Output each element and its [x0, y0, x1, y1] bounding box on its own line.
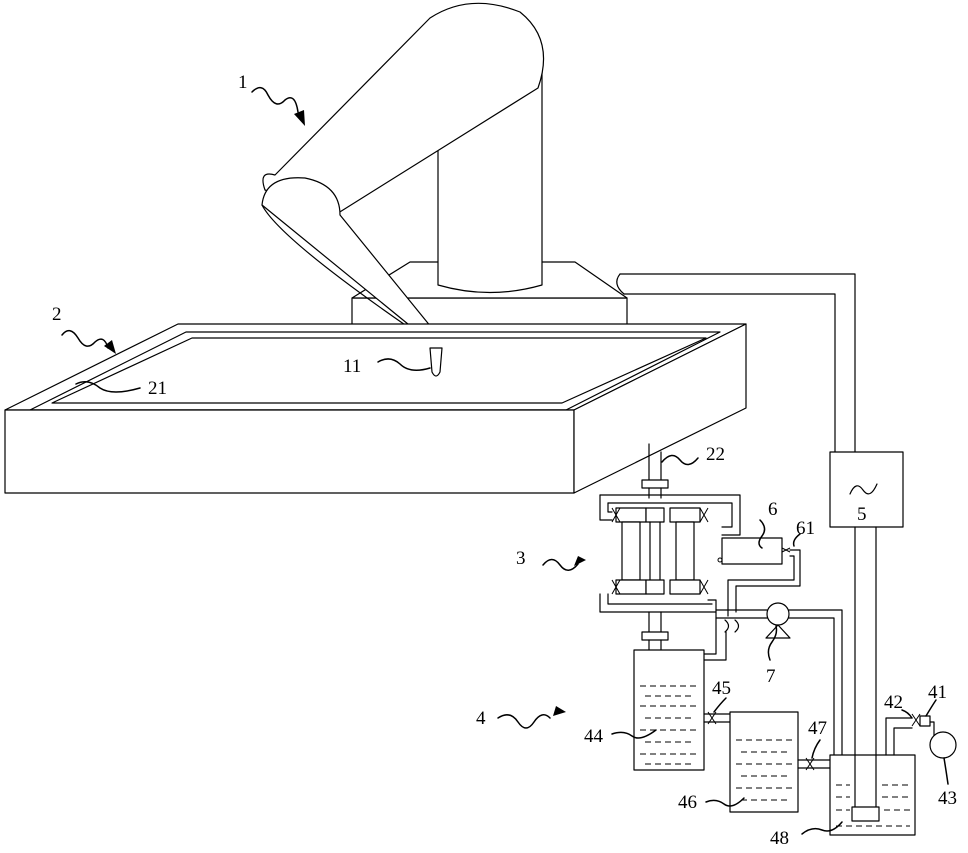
pipe-to-44 — [704, 612, 726, 660]
label-46: 46 — [678, 792, 697, 813]
work-tank — [5, 324, 746, 493]
label-6: 6 — [768, 499, 778, 520]
tank-48 — [830, 714, 956, 835]
pump-7-inlet — [716, 610, 767, 618]
label-5: 5 — [857, 504, 867, 525]
filter-assembly — [600, 480, 740, 650]
arrow-4 — [553, 706, 566, 716]
leader-47 — [812, 740, 820, 758]
leader-2 — [62, 331, 108, 348]
center-top-flange — [646, 508, 664, 522]
tank-44-body — [634, 650, 704, 770]
pump-43 — [930, 732, 956, 758]
label-11: 11 — [343, 356, 361, 377]
tank-6 — [704, 538, 800, 660]
valve-61 — [782, 548, 790, 552]
top-flange — [642, 480, 668, 488]
label-4: 4 — [476, 708, 486, 729]
left-filter-bottom-flange — [616, 580, 646, 594]
pump-7-body — [767, 603, 789, 625]
arrow-1 — [294, 110, 305, 126]
tank-46-body — [730, 712, 798, 812]
top-manifold-left — [600, 495, 612, 520]
label-48: 48 — [770, 828, 789, 849]
top-pipe — [649, 488, 661, 498]
label-47: 47 — [808, 718, 827, 739]
bottom-flange — [642, 632, 668, 640]
label-7: 7 — [766, 666, 776, 687]
leader-1 — [252, 88, 298, 112]
pipe-44-46 — [704, 714, 730, 722]
label-61: 61 — [796, 518, 815, 539]
pump-7-stand — [766, 625, 790, 638]
left-filter-body — [622, 522, 640, 580]
bottom-pipe-2 — [649, 640, 661, 650]
left-filter-top-flange — [616, 508, 646, 522]
label-45: 45 — [712, 678, 731, 699]
right-filter-top-flange — [670, 508, 700, 522]
leader-45 — [714, 698, 726, 712]
label-42: 42 — [884, 692, 903, 713]
tank-48-body — [830, 755, 915, 835]
bottom-manifold-outer — [600, 594, 716, 612]
valve-41 — [920, 716, 930, 726]
nozzle-tip — [430, 348, 442, 376]
valve-42 — [912, 714, 920, 726]
pipe-crossover — [725, 620, 739, 632]
leader-42 — [902, 710, 912, 718]
arrow-3 — [574, 556, 586, 566]
label-44: 44 — [584, 726, 604, 747]
bottom-manifold-inner — [608, 594, 712, 604]
pipe-48-41 — [886, 718, 912, 755]
center-bottom-flange — [646, 580, 664, 594]
tank-front — [5, 410, 574, 493]
right-filter-body — [676, 522, 694, 580]
label-3: 3 — [516, 548, 526, 569]
right-filter-bottom-flange — [670, 580, 700, 594]
unit-5 — [830, 452, 903, 807]
pipe-46-48 — [798, 760, 830, 768]
leader-3 — [543, 560, 578, 571]
center-column — [650, 522, 660, 580]
label-41: 41 — [928, 682, 947, 703]
leader-22 — [662, 455, 698, 464]
label-22: 22 — [706, 444, 725, 465]
leader-43 — [944, 758, 948, 784]
bottom-pipe — [649, 612, 661, 632]
leader-4 — [498, 715, 550, 728]
tank-48-filter — [852, 807, 879, 821]
label-1: 1 — [238, 72, 248, 93]
tank-6-body — [722, 538, 782, 564]
label-21: 21 — [148, 378, 167, 399]
label-2: 2 — [52, 304, 62, 325]
label-43: 43 — [938, 788, 957, 809]
unit-5-box — [830, 452, 903, 527]
